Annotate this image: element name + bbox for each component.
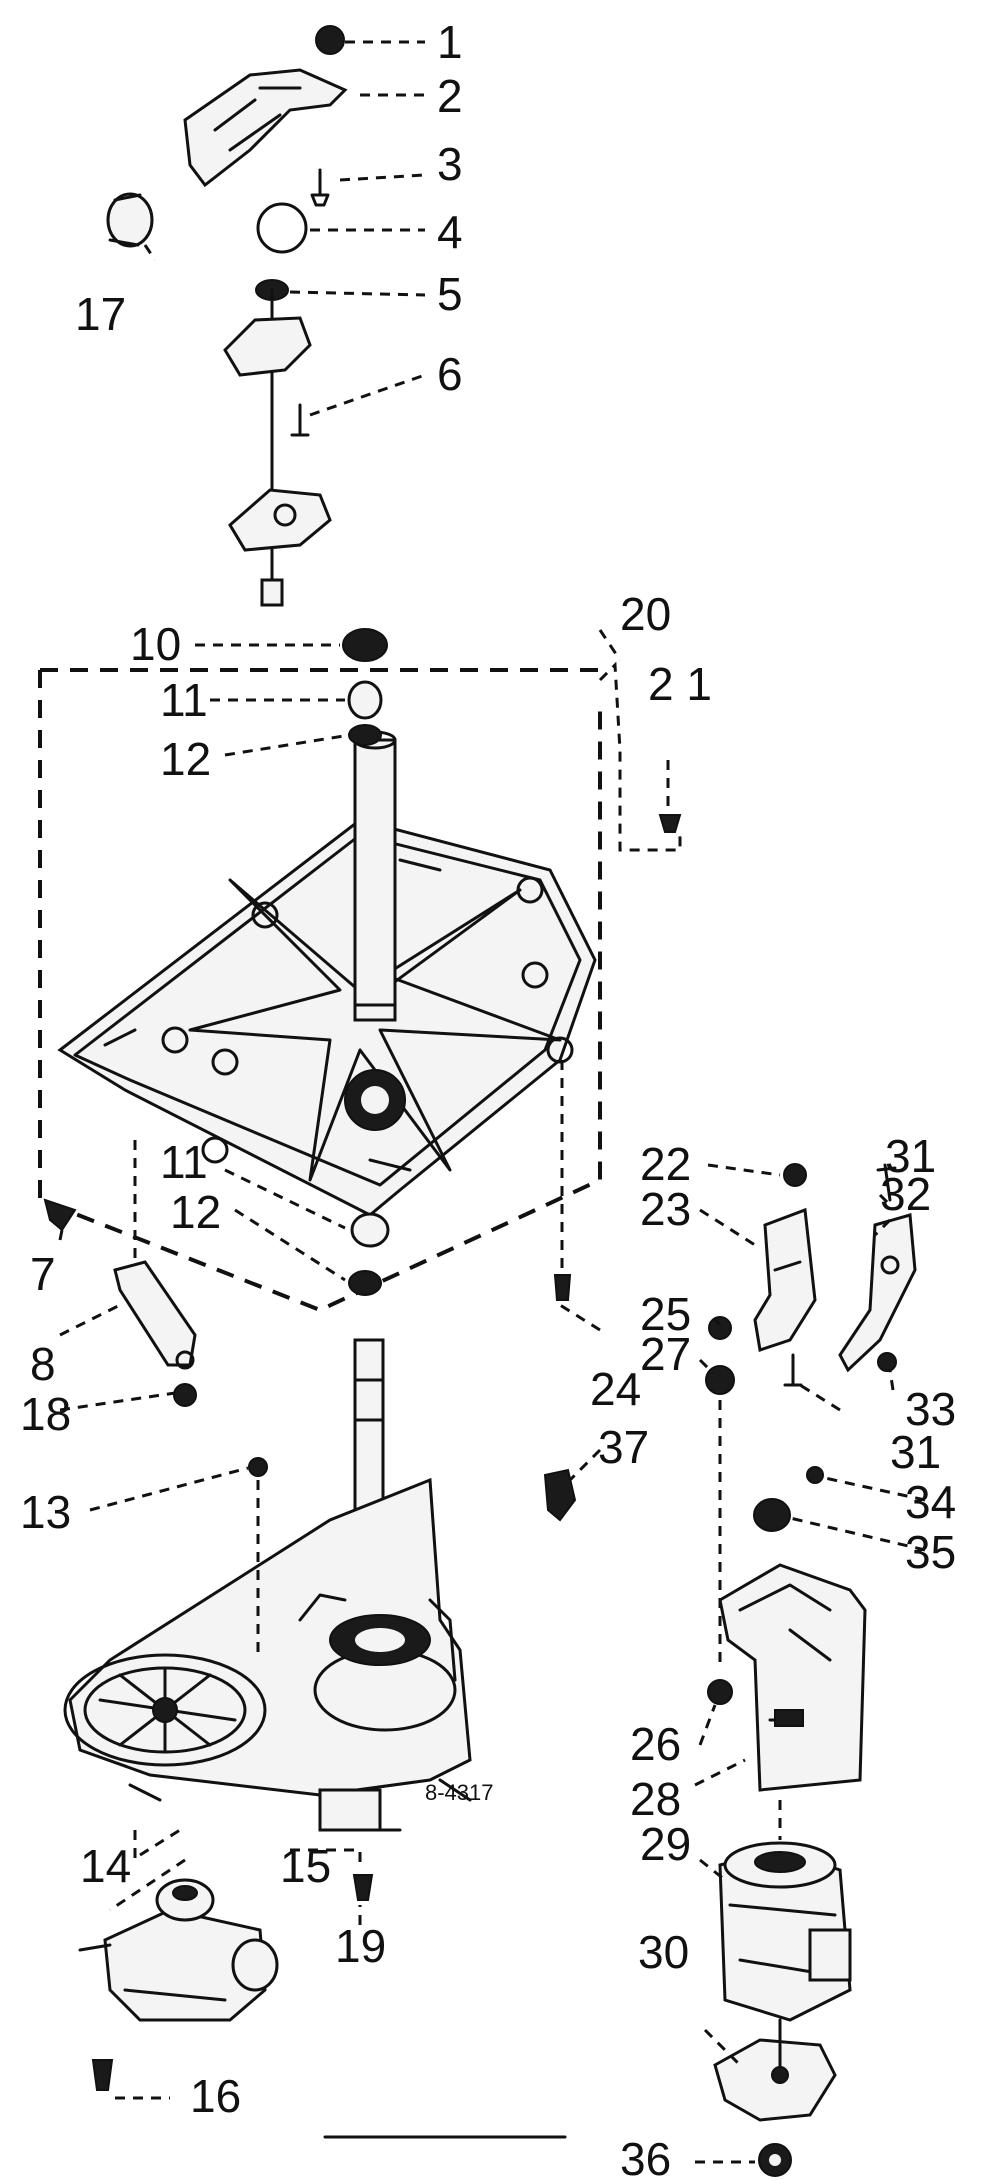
part-4-ring (256, 202, 308, 254)
callout-25: 25 (640, 1288, 691, 1340)
part-37-clip (543, 1468, 577, 1522)
part-22-nut (783, 1163, 807, 1187)
callout-29: 29 (640, 1818, 691, 1870)
part-7-screw (43, 1198, 77, 1232)
part-29-motor (718, 1841, 852, 2022)
part-27-nut (705, 1365, 735, 1395)
callout-12-top: 12 (160, 733, 211, 785)
part-18-nut (173, 1383, 197, 1407)
part-12-washer-top (348, 724, 382, 746)
drawing-number: 8-4317 (425, 1780, 494, 1805)
callout-10: 10 (130, 618, 181, 670)
part-15-pump (78, 1878, 279, 2022)
part-10-cap (342, 628, 388, 662)
base-plate (57, 730, 597, 1217)
callout-13: 13 (20, 1486, 71, 1538)
part-17-bushing (106, 192, 154, 248)
gearcase-assembly (63, 1338, 472, 1832)
part-12-washer-bottom (348, 1270, 382, 1296)
part-23-bracket (753, 1207, 817, 1352)
part-32-bracket (838, 1213, 917, 1373)
part-8-strap (113, 1260, 197, 1370)
callout-21: 2 1 (648, 658, 712, 710)
part-1-ball (315, 25, 345, 55)
callout-27: 27 (640, 1328, 691, 1380)
callout-12-bottom: 12 (170, 1186, 221, 1238)
callout-20: 20 (620, 588, 671, 640)
callout-11-bottom: 11 (160, 1136, 208, 1188)
callout-14: 14 (80, 1840, 131, 1892)
part-3-screw (310, 168, 330, 207)
part-13-screw (248, 1457, 268, 1477)
callout-35: 35 (905, 1526, 956, 1578)
callout-19: 19 (335, 1920, 386, 1972)
callout-34: 34 (905, 1476, 956, 1528)
callout-36: 36 (620, 2133, 671, 2181)
part-11-bushing-bottom (350, 1212, 390, 1248)
callout-11-top: 11 (160, 674, 208, 726)
callout-37: 37 (598, 1421, 649, 1473)
part-31-screw-lower (783, 1353, 803, 1387)
callout-1: 1 (437, 16, 463, 68)
callout-2: 2 (437, 70, 463, 122)
callout-33: 33 (905, 1383, 956, 1435)
part-19-screw (352, 1874, 374, 1901)
callout-6: 6 (437, 348, 463, 400)
callout-4: 4 (437, 206, 463, 258)
callout-32: 32 (880, 1168, 931, 1220)
callout-30: 30 (638, 1926, 689, 1978)
part-24-bolt (553, 1274, 572, 1301)
callout-18: 18 (20, 1388, 71, 1440)
callout-leaders (58, 40, 926, 2164)
part-34-washer (806, 1466, 824, 1484)
callout-31-upper: 31 (885, 1130, 936, 1182)
callout-3: 3 (437, 138, 463, 190)
callout-28: 28 (630, 1773, 681, 1825)
callout-23: 23 (640, 1183, 691, 1235)
callout-31-lower: 31 (890, 1426, 941, 1478)
callout-15: 15 (280, 1840, 331, 1892)
callout-8: 8 (30, 1338, 56, 1390)
part-31-screw-upper (876, 1163, 897, 1202)
callout-26: 26 (630, 1718, 681, 1770)
callout-7: 7 (30, 1248, 56, 1300)
callout-5: 5 (437, 268, 463, 320)
part-5-6-shaft-assembly (223, 279, 332, 607)
part-30-fan (713, 2018, 837, 2122)
callout-16: 16 (190, 2070, 241, 2122)
part-16-screw (91, 2059, 114, 2091)
part-11-bushing-top (347, 680, 383, 720)
part-33-nut (877, 1352, 897, 1372)
part-26-nut (707, 1679, 733, 1705)
part-25-nut (708, 1316, 732, 1340)
part-21-screw (658, 814, 682, 833)
part-35-grommet (753, 1498, 791, 1532)
callout-17: 17 (75, 288, 126, 340)
part-2-bracket (183, 68, 348, 188)
callout-22: 22 (640, 1138, 691, 1190)
part-28-housing (718, 1563, 867, 1792)
callout-24: 24 (590, 1363, 641, 1415)
